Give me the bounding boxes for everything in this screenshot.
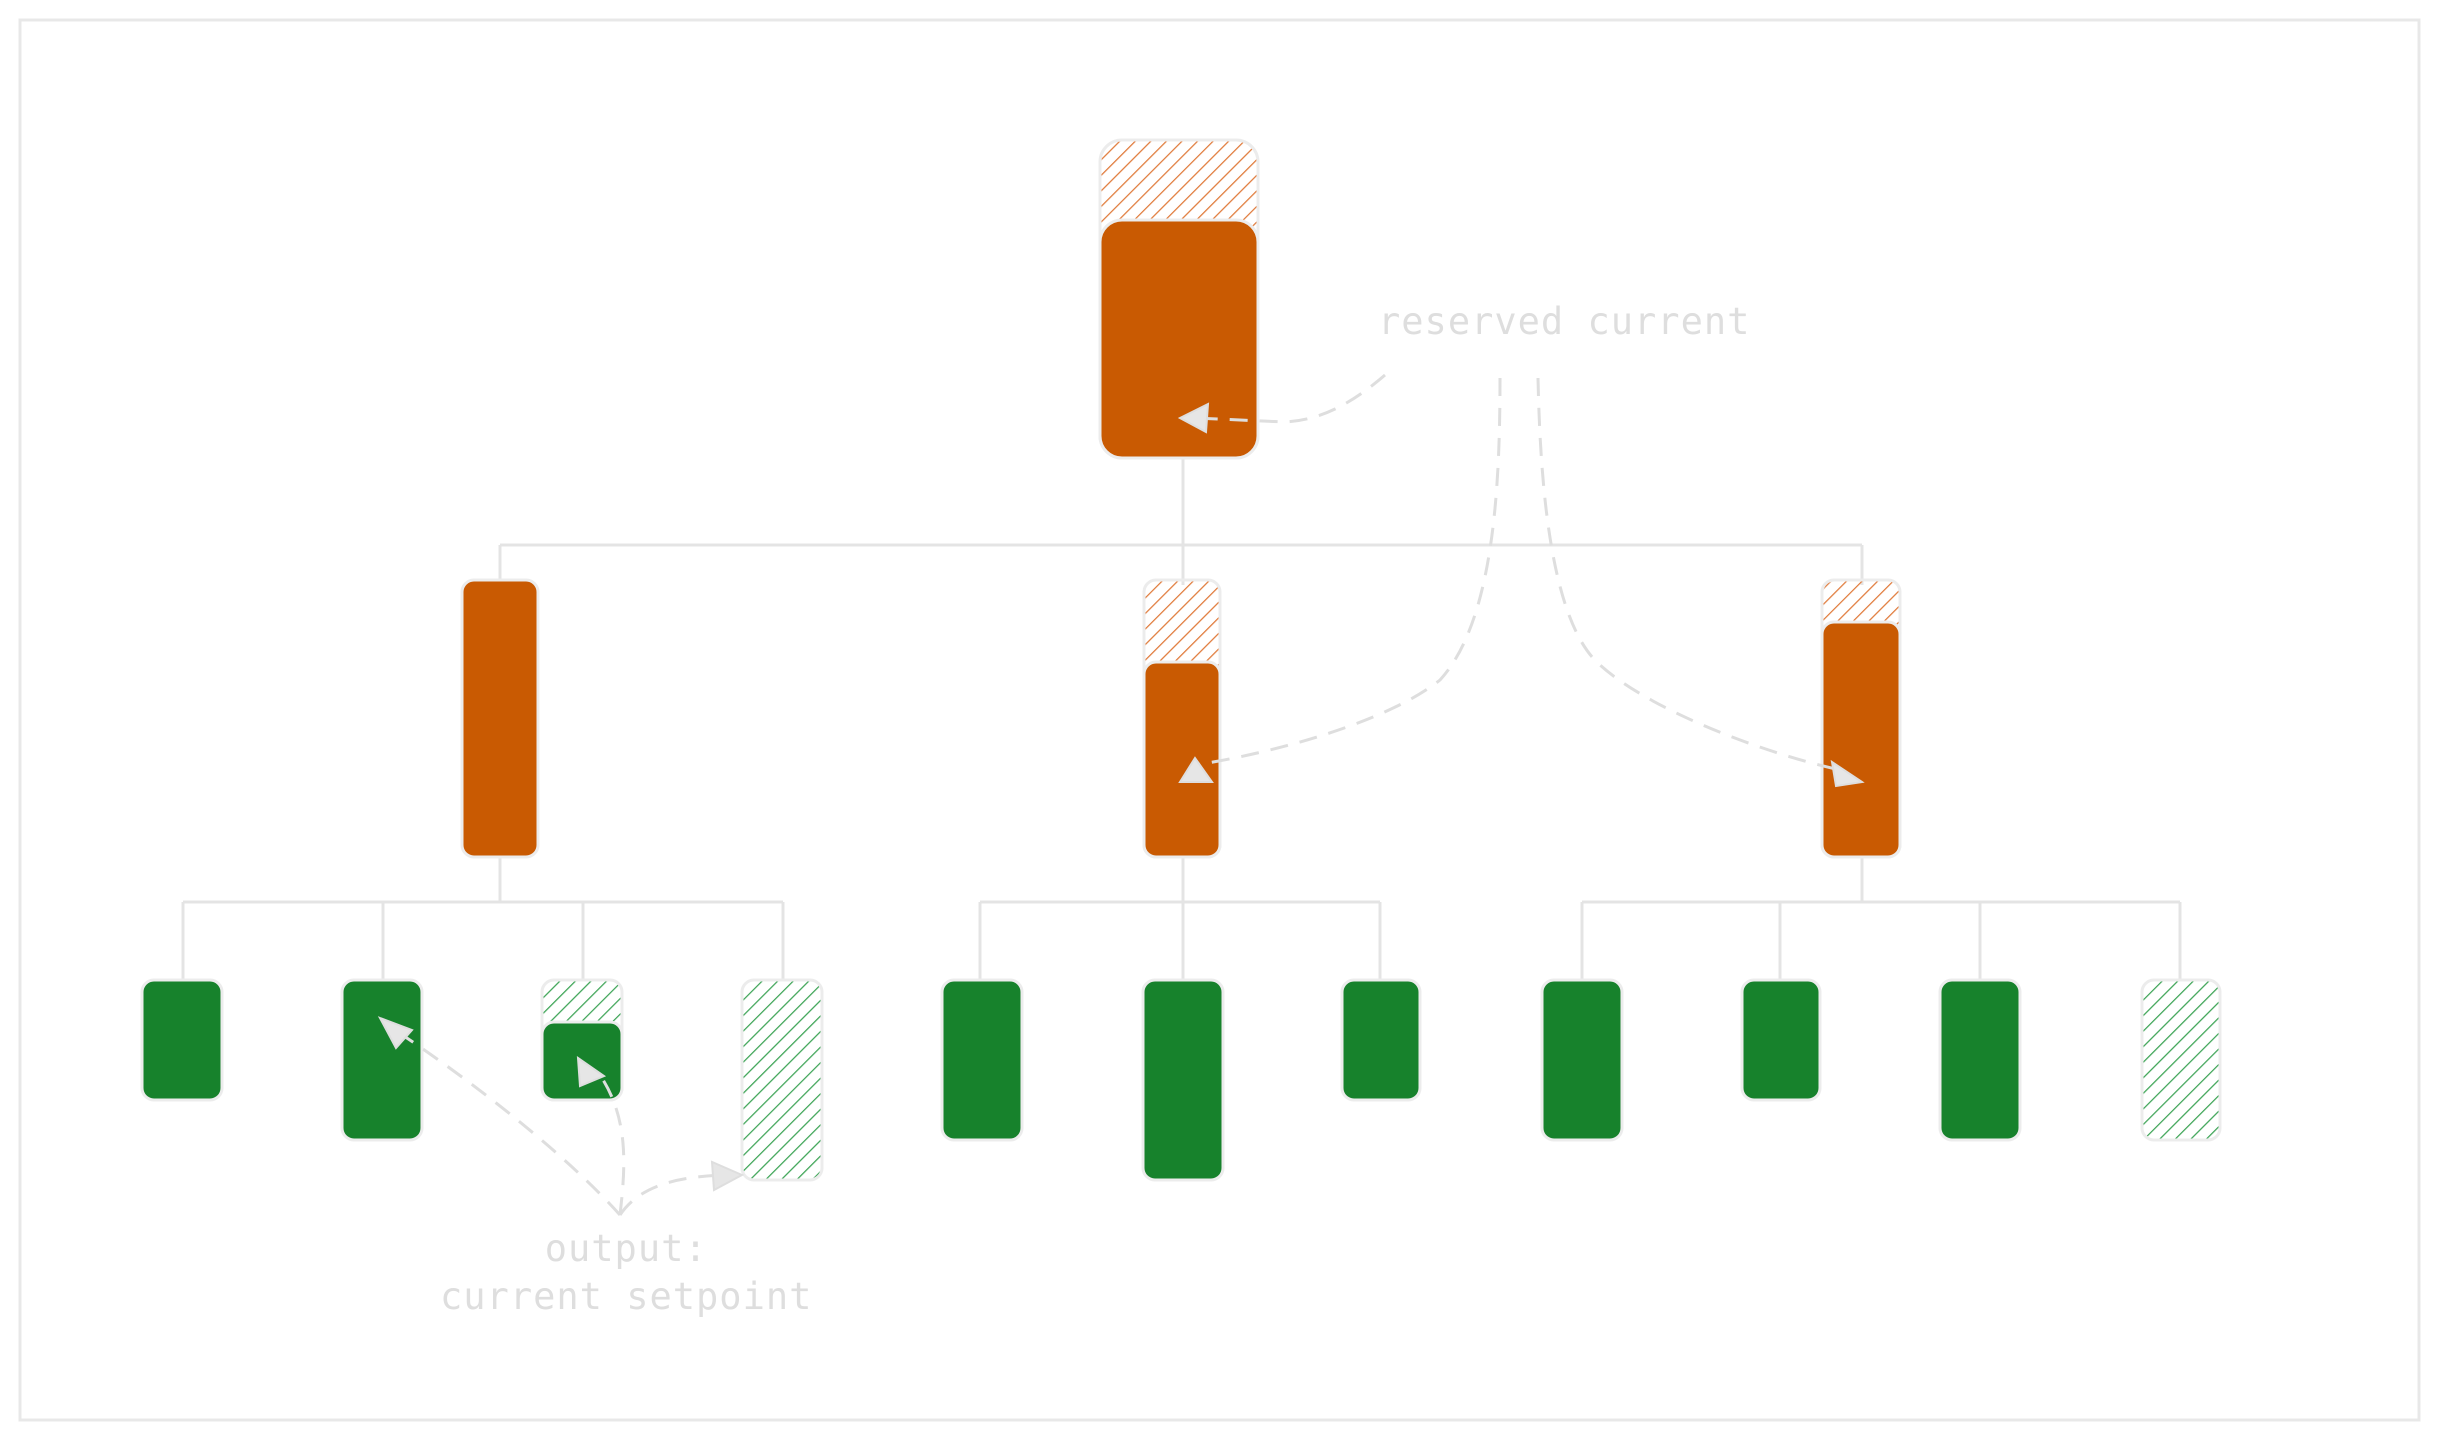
branch-left-fill <box>460 578 540 859</box>
output-label-line-2: current setpoint <box>440 1275 813 1318</box>
root-used-fill <box>1098 218 1260 460</box>
leaf-node-5 <box>940 978 1024 1142</box>
connector-lines <box>181 458 2182 980</box>
leaf-node-8 <box>1540 978 1624 1142</box>
output-setpoint-label: output: current setpoint <box>440 1225 812 1321</box>
arrow-reserved-to-root <box>1194 373 1386 424</box>
arrow-output-to-leaf3 <box>598 1074 626 1216</box>
arrowhead-middle <box>1178 756 1214 783</box>
leaf-node-7 <box>1340 978 1422 1102</box>
arrow-output-to-leaf4 <box>618 1173 736 1216</box>
frame-border <box>18 18 2421 1422</box>
leaf-node-1 <box>140 978 224 1102</box>
reserved-current-label: reserved current <box>1378 300 1751 343</box>
branch-node-middle <box>1142 578 1222 859</box>
arrowhead-right <box>1830 759 1865 788</box>
arrow-reserved-to-right <box>1536 377 1841 772</box>
output-label-line-1: output: <box>544 1227 708 1270</box>
branch-middle-used-fill <box>1142 660 1222 859</box>
branch-node-right <box>1820 578 1902 859</box>
leaf-node-9 <box>1740 978 1822 1102</box>
arrowhead-leaf3 <box>576 1055 607 1088</box>
arrowhead-leaf2 <box>377 1016 414 1050</box>
arrow-output-to-leaf2 <box>394 1028 622 1216</box>
leaf-node-6 <box>1141 978 1225 1182</box>
annotation-arrows <box>394 373 1841 1216</box>
root-node <box>1098 138 1260 460</box>
leaf-node-11-reserved-hatch <box>2140 978 2222 1142</box>
arrowhead-root <box>1177 402 1210 434</box>
arrow-reserved-to-middle <box>1194 377 1502 767</box>
leaf-node-2 <box>340 978 424 1142</box>
branch-right-used-fill <box>1820 620 1902 859</box>
branch-node-left <box>460 578 540 859</box>
leaf-nodes <box>140 978 2222 1182</box>
leaf-node-4-reserved-hatch <box>740 978 824 1182</box>
arrow-heads <box>377 402 1865 1192</box>
leaf-node-10 <box>1938 978 2022 1142</box>
arrowhead-leaf4 <box>710 1160 745 1192</box>
